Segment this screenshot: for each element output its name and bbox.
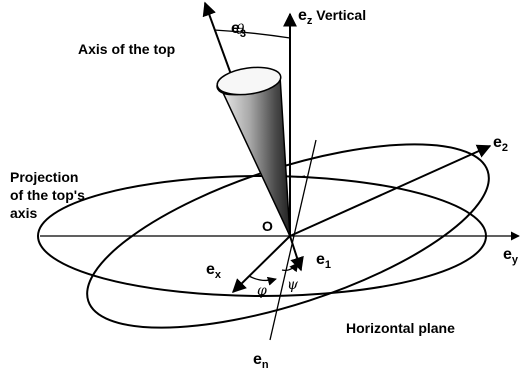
- top-cone-rim: [216, 66, 282, 96]
- axis-of-top-label: Axis of the top: [78, 41, 175, 57]
- en-label: en: [253, 351, 269, 371]
- horizontal-plane-label: Horizontal plane: [346, 320, 455, 336]
- e1-label: e1: [316, 251, 331, 271]
- origin-label: O: [262, 218, 273, 234]
- top-small-arc: [289, 175, 306, 178]
- top-cone: [216, 74, 291, 237]
- projection-label-line-3: axis: [10, 205, 37, 221]
- projection-label-line-1: Projection: [10, 169, 78, 185]
- projection-label-line-2: of the top's: [10, 187, 85, 203]
- ex-vector: [232, 235, 291, 293]
- en-nodal-line: [269, 139, 317, 341]
- psi-label: ψ: [287, 277, 299, 293]
- e1-vector: [289, 235, 304, 272]
- theta-arc: [213, 29, 291, 39]
- ez-label: ez Vertical: [298, 7, 366, 27]
- e2-vector: [289, 144, 492, 237]
- ex-label: ex: [206, 261, 222, 281]
- ey-label: ey: [503, 246, 519, 266]
- theta-label: θ: [236, 22, 245, 38]
- psi-arc: [281, 262, 299, 273]
- phi-label: φ: [257, 283, 267, 299]
- phi-arc: [248, 275, 277, 286]
- e3-label: e3: [231, 20, 246, 40]
- e2-label: e2: [493, 134, 508, 154]
